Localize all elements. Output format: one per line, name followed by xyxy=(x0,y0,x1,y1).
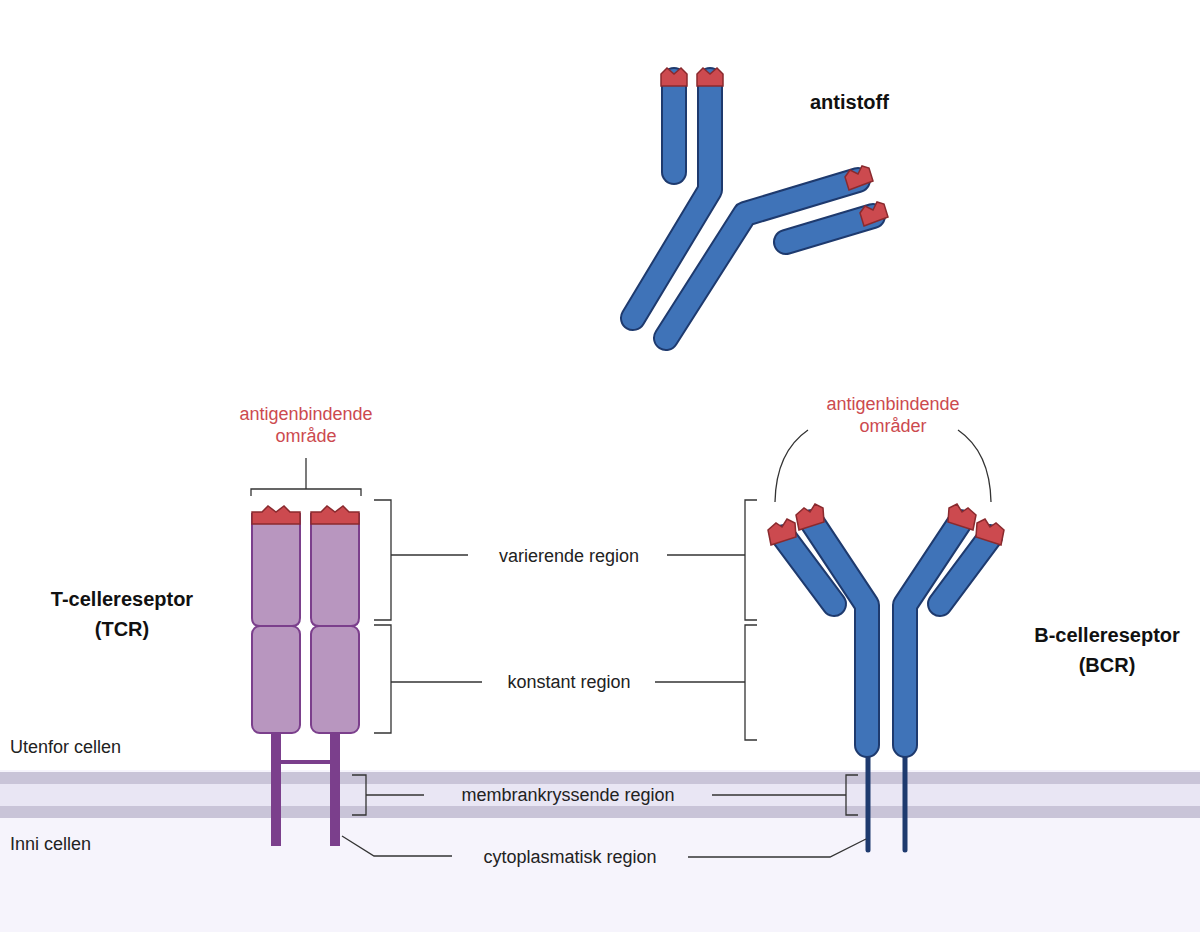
region-label: varierende region xyxy=(499,545,639,567)
antigen-binding-tip xyxy=(661,68,888,226)
bcr-label: B-cellereseptor (BCR) xyxy=(1022,620,1192,680)
binding-site-label: antigenbindende områder xyxy=(813,393,973,437)
antibody-label: antistoff xyxy=(810,87,889,117)
region-label: konstant region xyxy=(507,671,630,693)
membrane-inner-layer xyxy=(0,806,1200,818)
b-cell-receptor xyxy=(784,522,990,850)
antigen-binding-tip xyxy=(768,504,1004,545)
region-label: membrankryssende region xyxy=(461,784,674,806)
membrane-outer-layer xyxy=(0,772,1200,784)
region-label: cytoplasmatisk region xyxy=(483,846,656,868)
binding-site-label: antigenbindende område xyxy=(231,403,381,447)
bracket xyxy=(251,430,991,857)
side-label: Utenfor cellen xyxy=(10,736,121,758)
antibody xyxy=(633,80,873,338)
tcr-label: T-cellereseptor (TCR) xyxy=(37,584,207,644)
t-cell-receptor xyxy=(252,506,359,846)
side-label: Inni cellen xyxy=(10,833,91,855)
cell-interior xyxy=(0,770,1200,932)
membrane xyxy=(0,772,1200,818)
